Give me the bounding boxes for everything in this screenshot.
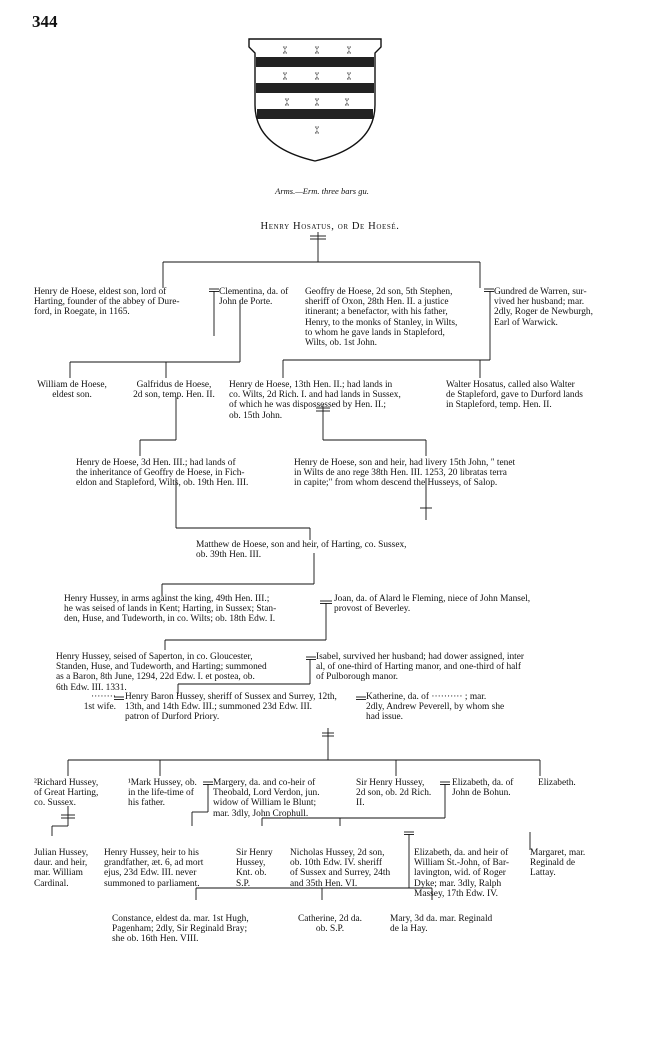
svg-text:ᛯ: ᛯ — [314, 72, 319, 82]
joan-le-fleming: Joan, da. of Alard le Fleming, niece of … — [334, 594, 531, 615]
henry-baron-hussey: Henry Baron Hussey, sheriff of Sussex an… — [125, 692, 337, 723]
page-number: 344 — [32, 12, 58, 31]
svg-text:ᛯ: ᛯ — [282, 72, 287, 82]
galfridus-de-hoese: Galfridus de Hoese, 2d son, temp. Hen. I… — [133, 380, 215, 401]
gundred-de-warren: Gundred de Warren, sur- vived her husban… — [494, 287, 593, 328]
henry-hussey-49th: Henry Hussey, in arms against the king, … — [64, 594, 277, 625]
katherine: Katherine, da. of ·········· ; mar. 2dly… — [366, 692, 505, 723]
richard-hussey: ²Richard Hussey, of Great Harting, co. S… — [34, 778, 99, 809]
elizabeth-de-bohun: Elizabeth, da. of John de Bohun. — [452, 778, 514, 799]
mark-hussey: ¹Mark Hussey, ob. in the life-time of hi… — [128, 778, 197, 809]
geoffry-de-hoese: Geoffry de Hoese, 2d son, 5th Stephen, s… — [305, 287, 458, 349]
margaret-lattay: Margaret, mar. Reginald de Lattay. — [530, 848, 586, 879]
constance: Constance, eldest da. mar. 1st Hugh, Pag… — [112, 914, 249, 945]
henry-de-hoese-eldest: Henry de Hoese, eldest son, lord of Hart… — [34, 287, 180, 318]
henry-de-hoese-3d: Henry de Hoese, 3d Hen. III.; had lands … — [76, 458, 249, 489]
svg-text:ᛯ: ᛯ — [282, 46, 287, 56]
svg-text:ᛯ: ᛯ — [314, 98, 319, 108]
matthew-de-hoese: Matthew de Hoese, son and heir, of Harti… — [196, 540, 407, 561]
isabel: Isabel, survived her husband; had dower … — [316, 652, 525, 683]
svg-text:ᛯ: ᛯ — [344, 98, 349, 108]
svg-text:ᛯ: ᛯ — [314, 46, 319, 56]
elizabeth: Elizabeth. — [538, 778, 576, 788]
arms-caption: Arms.—Erm. three bars gu. — [275, 186, 369, 196]
mary: Mary, 3d da. mar. Reginald de la Hay. — [390, 914, 493, 935]
catherine: Catherine, 2d da. ob. S.P. — [297, 914, 363, 935]
svg-text:ᛯ: ᛯ — [284, 98, 289, 108]
elizabeth-st-john: Elizabeth, da. and heir of William St.-J… — [414, 848, 509, 899]
first-wife: ········ 1st wife. — [83, 692, 116, 713]
henry-hussey-heir: Henry Hussey, heir to his grandfather, æ… — [104, 848, 204, 889]
henry-de-hoese-son-heir: Henry de Hoese, son and heir, had livery… — [294, 458, 516, 489]
henry-de-hoese-13th: Henry de Hoese, 13th Hen. II.; had lands… — [229, 380, 401, 421]
clementina-de-porte: Clementina, da. of John de Porte. — [219, 287, 289, 308]
william-de-hoese: William de Hoese, eldest son. — [37, 380, 107, 401]
margery-verdon: Margery, da. and co-heir of Theobald, Lo… — [213, 778, 320, 819]
henry-hussey-saperton: Henry Hussey, seised of Saperton, in co.… — [56, 652, 267, 693]
sir-henry-hussey: Sir Henry Hussey, 2d son, ob. 2d Rich. I… — [356, 778, 432, 809]
walter-hosatus: Walter Hosatus, called also Walter de St… — [446, 380, 583, 411]
sir-henry-hussey-knt: Sir Henry Hussey, Knt. ob. S.P. — [236, 848, 273, 889]
svg-text:ᛯ: ᛯ — [346, 72, 351, 82]
nicholas-hussey: Nicholas Hussey, 2d son, ob. 10th Edw. I… — [290, 848, 391, 889]
root-ancestor: Henry Hosatus, or De Hoesé. — [260, 221, 400, 232]
julian-hussey: Julian Hussey, daur. and heir, mar. Will… — [34, 848, 89, 889]
svg-text:ᛯ: ᛯ — [314, 126, 319, 136]
svg-text:ᛯ: ᛯ — [346, 46, 351, 56]
coat-of-arms: ᛯ ᛯ ᛯ ᛯ ᛯ ᛯ ᛯ ᛯ ᛯ ᛯ — [248, 38, 382, 162]
